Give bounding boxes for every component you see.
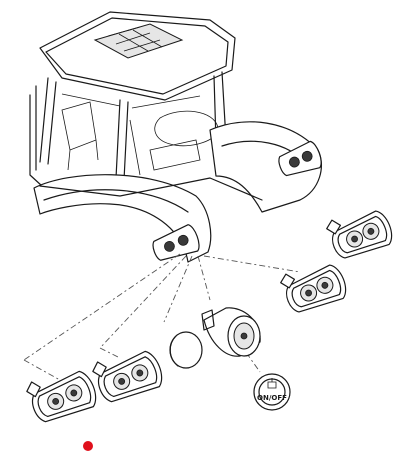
cab-door-frame xyxy=(29,85,43,187)
double-work-lamp-icon xyxy=(326,210,393,259)
leader-lines xyxy=(23,253,301,381)
cab-steering xyxy=(154,110,219,147)
on-off-label: ON/OFF xyxy=(257,394,287,402)
cab-pillar-front-left xyxy=(39,77,57,165)
cab-interior-seat xyxy=(61,101,99,171)
cab-lamp-left xyxy=(152,224,200,261)
double-work-lamp-icon xyxy=(26,370,97,423)
tractor-cab-icon xyxy=(29,11,322,263)
cab-pillar-front-right xyxy=(115,99,129,181)
on-off-button: ON/OFF xyxy=(253,373,291,411)
double-work-lamp-icon xyxy=(92,350,163,403)
cab-lamp-right xyxy=(278,140,322,177)
double-work-lamp-icon xyxy=(280,264,347,313)
cab-fender-left xyxy=(33,174,212,263)
cab-roof xyxy=(39,11,236,101)
rotary-switch-icon xyxy=(201,307,261,357)
cab-floor xyxy=(39,177,263,201)
switch-cap-icon xyxy=(169,331,203,369)
cab-roof-rim xyxy=(45,17,229,95)
cab-fender-right xyxy=(209,121,322,213)
red-dot-marker-icon xyxy=(83,441,93,451)
power-icon xyxy=(267,378,277,389)
